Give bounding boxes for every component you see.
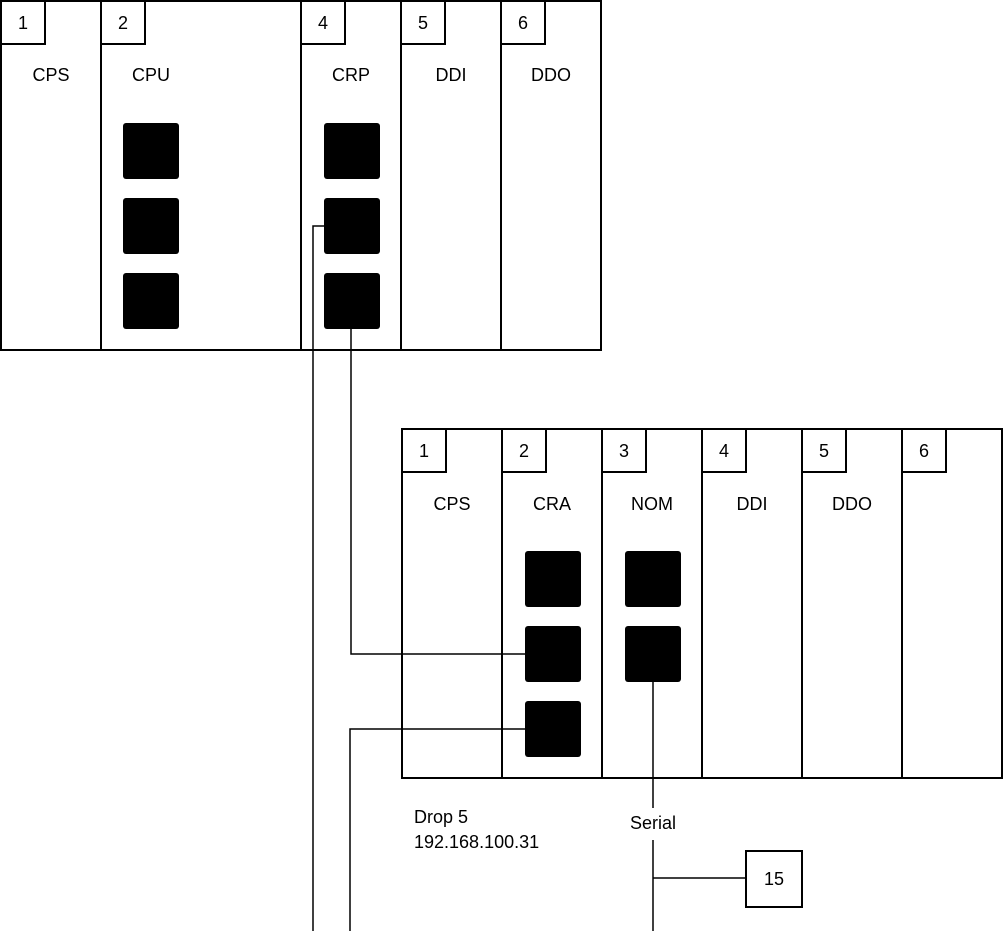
crp-port [324,198,380,254]
cpu-port [123,123,179,179]
drop-rack-text: 1 2 3 4 5 6 CPS CRA NOM DDI DDO [419,441,929,514]
module-label: CRA [533,494,571,514]
main-rack-ports [123,123,380,329]
module-label: DDI [737,494,768,514]
slot-number-box [601,428,647,473]
slot-number-box [300,0,346,45]
slot-number: 5 [418,13,428,33]
slot-number-box [501,428,547,473]
serial-label: Serial [630,813,676,833]
module-label: NOM [631,494,673,514]
slot-number-box [801,428,847,473]
slot-number: 4 [719,441,729,461]
slot-number: 6 [919,441,929,461]
nom-port [625,626,681,682]
slot-number-box [400,0,446,45]
drop-ip-address: 192.168.100.31 [414,832,539,852]
serial-device-number: 15 [764,869,784,889]
module-label: CRP [332,65,370,85]
crp-port [324,273,380,329]
slot-number: 2 [118,13,128,33]
nom-port [625,551,681,607]
module-label: CPS [433,494,470,514]
cpu-port [123,273,179,329]
cra-port [525,551,581,607]
module-label: DDI [436,65,467,85]
slot-number: 6 [518,13,528,33]
slot-number-box [500,0,546,45]
cables [312,225,746,931]
module-label: DDO [531,65,571,85]
slot-number-box [100,0,146,45]
slot-number: 5 [819,441,829,461]
crp-port [324,123,380,179]
cra-port [525,701,581,757]
drop-rack [401,428,1003,779]
serial-device-box [745,850,803,908]
main-rack [0,0,602,351]
cra-downlink-cable [349,728,525,931]
slot-number-box [401,428,447,473]
slot-number: 1 [18,13,28,33]
slot-number: 1 [419,441,429,461]
slot-number-box [0,0,46,45]
drop-label: Drop 5 [414,807,468,827]
slot-number: 3 [619,441,629,461]
crp-uplink-cable [312,225,324,931]
slot-number: 2 [519,441,529,461]
slot-number-box [901,428,947,473]
main-rack-text: 1 2 4 5 6 CPS CPU CRP DDI DDO [18,13,571,85]
drop-rack-ports [525,551,681,757]
module-label: DDO [832,494,872,514]
slot-number: 4 [318,13,328,33]
crp-to-cra-cable [350,329,525,655]
slot-number-box [701,428,747,473]
module-label: CPS [32,65,69,85]
module-label: CPU [132,65,170,85]
cra-port [525,626,581,682]
cpu-port [123,198,179,254]
